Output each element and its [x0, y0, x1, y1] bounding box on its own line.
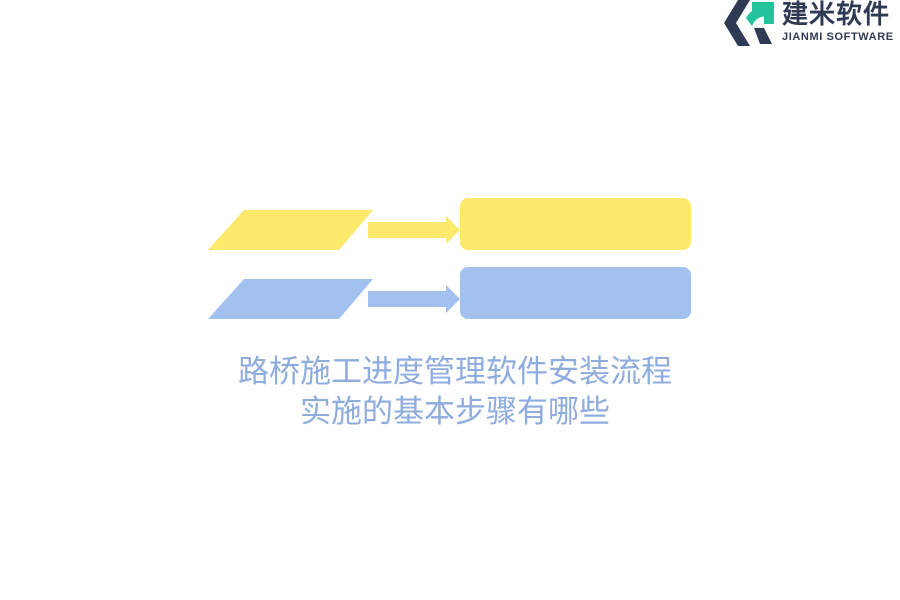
- page-title: 路桥施工进度管理软件安装流程 实施的基本步骤有哪些: [150, 352, 760, 432]
- row2-box: [460, 267, 691, 319]
- brand-name-en: JIANMI SOFTWARE: [782, 31, 894, 43]
- title-line-1: 路桥施工进度管理软件安装流程: [238, 354, 672, 390]
- row1-arrow: [368, 216, 460, 244]
- row2-parallelogram: [208, 279, 373, 319]
- row2-arrow: [368, 285, 460, 313]
- brand-name-cn: 建米软件: [782, 0, 891, 30]
- row1-parallelogram: [208, 210, 373, 250]
- jianmi-logo-icon: [724, 0, 774, 46]
- title-line-2: 实施的基本步骤有哪些: [300, 394, 610, 430]
- brand-logo: 建米软件 JIANMI SOFTWARE: [724, 0, 900, 48]
- row1-box: [460, 198, 691, 250]
